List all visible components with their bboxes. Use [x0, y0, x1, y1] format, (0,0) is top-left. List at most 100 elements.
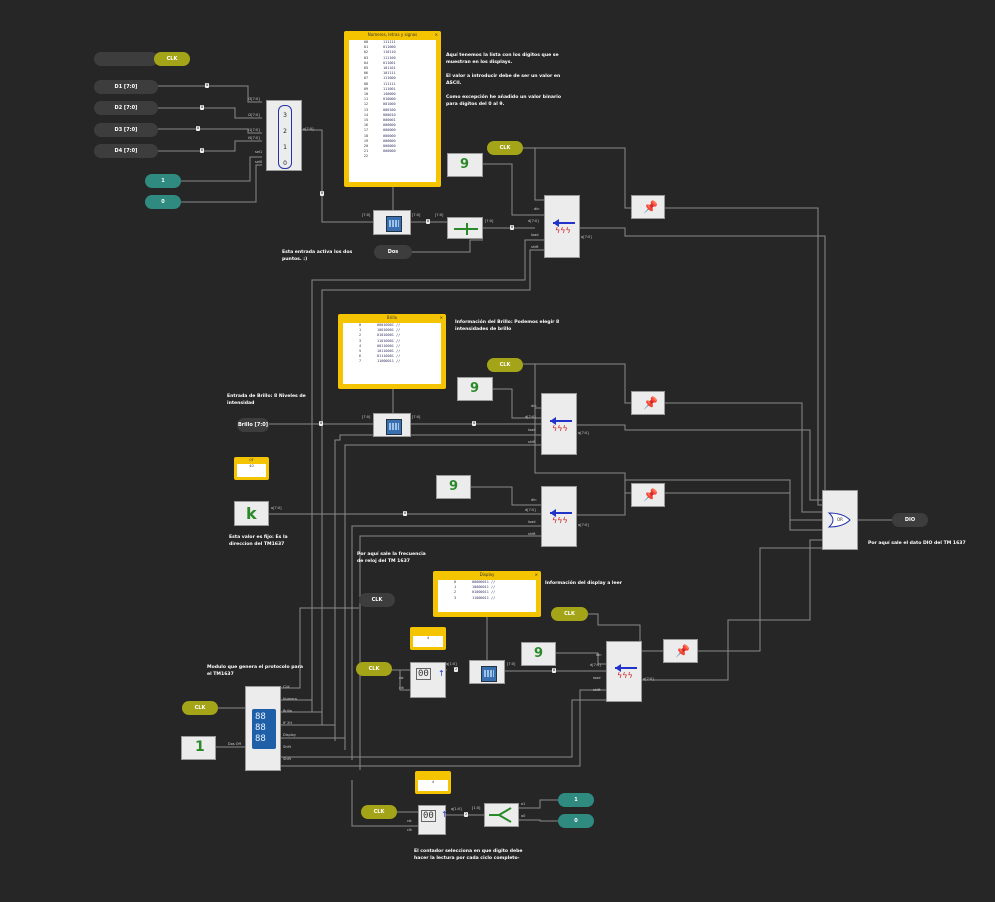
clk-output[interactable]: CLK [359, 593, 395, 607]
bus-join-block[interactable] [447, 217, 483, 239]
clk-input[interactable]: CLK [356, 662, 392, 676]
shift-register-mid[interactable]: ϟϟϟ [541, 393, 577, 455]
shift-register-top[interactable]: ϟϟϟ [544, 195, 580, 258]
mux-port-label: i2[7:0] [248, 113, 260, 117]
clk-input[interactable]: CLK [487, 141, 523, 155]
constant-9-block[interactable]: 9 [447, 153, 483, 177]
d1-input[interactable]: D1 [7:0] [94, 80, 158, 94]
table-cell-key: 22 [363, 154, 369, 159]
const-one-output[interactable]: 1 [558, 793, 594, 807]
rom-block-mid[interactable] [373, 413, 411, 437]
brillo-input[interactable]: Brillo [7:0] [237, 418, 269, 432]
clk-input[interactable]: CLK [551, 607, 588, 621]
const-one-label: 1 [574, 797, 578, 803]
constant-k-block[interactable]: k [234, 501, 269, 526]
rom-port-label: [7:0] [412, 213, 421, 217]
module-port: Display [283, 733, 296, 737]
shift-port: q[7:0] [643, 677, 654, 681]
probe-block-k[interactable]: 📌 [631, 483, 665, 507]
clk-label: CLK [194, 705, 206, 711]
table-cell-key: 12 [363, 102, 369, 107]
const-one-input[interactable]: 1 [145, 174, 181, 188]
shift-register-display[interactable]: ϟϟϟ [606, 641, 642, 702]
d4-input[interactable]: D4 [7:0] [94, 144, 158, 158]
counter-port: clk [407, 828, 412, 832]
probe-block-display[interactable]: 📌 [663, 639, 698, 663]
table-cell-value: 00110001 // [377, 343, 401, 348]
table-row: 22 [349, 154, 436, 159]
close-icon[interactable]: ✕ [434, 32, 438, 37]
rom-block-top[interactable] [373, 210, 411, 235]
table-cell-value: 111100 [383, 55, 396, 60]
pin-icon: 📌 [643, 396, 658, 410]
splitter-port: o0 [521, 814, 526, 818]
table-cell-key: 15 [363, 118, 369, 123]
counter-param-box[interactable]: 4 [410, 627, 446, 650]
close-icon[interactable]: ✕ [534, 572, 538, 577]
table-cell-key: 14 [363, 112, 369, 117]
clk-label: CLK [371, 597, 383, 603]
splitter-block[interactable] [484, 803, 519, 827]
dio-output[interactable]: DIO [892, 513, 928, 527]
probe-block-top[interactable]: 📌 [631, 195, 665, 219]
close-icon[interactable]: ✕ [439, 315, 443, 320]
mux-port-label: sel0 [255, 160, 263, 164]
clk-input[interactable]: CLK [487, 358, 523, 372]
or-gate-block[interactable]: OR [822, 490, 858, 550]
module-port: Numero [283, 697, 297, 701]
table-cell-key: 07 [363, 76, 369, 81]
rom-block-display[interactable] [469, 660, 505, 684]
counter-block[interactable]: 00 ↑ [410, 662, 446, 698]
table-cell-key: 21 [363, 149, 369, 154]
constant-param-box[interactable]: 0F 40 [234, 457, 269, 480]
numeros-table-title: Numeros, letras y signos [367, 32, 418, 37]
unlabeled-input[interactable] [94, 52, 158, 66]
dos-input[interactable]: Dos [374, 245, 412, 259]
constant-9-block[interactable]: 9 [436, 475, 471, 499]
constant-port-label: o[7:0] [271, 506, 282, 510]
register-icon: ϟϟϟ [555, 226, 571, 235]
clk-input[interactable]: CLK [361, 805, 397, 819]
bus-badge: 8 [205, 83, 210, 88]
const-zero-output[interactable]: 0 [558, 814, 594, 828]
table-cell-value: 110110 [383, 50, 396, 55]
d3-input[interactable]: D3 [7:0] [94, 123, 158, 137]
probe-block-mid[interactable]: 📌 [631, 391, 665, 415]
multiplexer-block[interactable]: 3 2 1 0 [266, 100, 302, 171]
const-zero-input[interactable]: 0 [145, 195, 181, 209]
table-cell-value: 01110001 // [377, 354, 401, 359]
table-cell-key: 05 [363, 66, 369, 71]
port-label: [7:0] [435, 213, 444, 217]
shift-register-k[interactable]: ϟϟϟ [541, 486, 577, 547]
bus-badge: 8 [552, 668, 557, 673]
constant-1-block[interactable]: 1 [181, 736, 216, 760]
table-cell-key: 20 [363, 144, 369, 149]
mux-option: 0 [283, 160, 287, 167]
constant-9-block[interactable]: 9 [521, 642, 556, 666]
table-cell-key: 5 [358, 349, 362, 354]
bus-badge: 8 [200, 105, 205, 110]
d2-input[interactable]: D2 [7:0] [94, 101, 158, 115]
constant-9-block[interactable]: 9 [457, 377, 493, 401]
counter-param-box-bottom[interactable]: 4 [415, 771, 451, 794]
clk-input[interactable]: CLK [182, 701, 218, 715]
counter-block-bottom[interactable]: 00 ↑ [418, 805, 448, 835]
table-cell-value: 001000 [383, 102, 396, 107]
table-cell-value: 010000 [383, 97, 396, 102]
dio-label: DIO [904, 517, 916, 523]
clk-input-top[interactable]: CLK [154, 52, 190, 66]
